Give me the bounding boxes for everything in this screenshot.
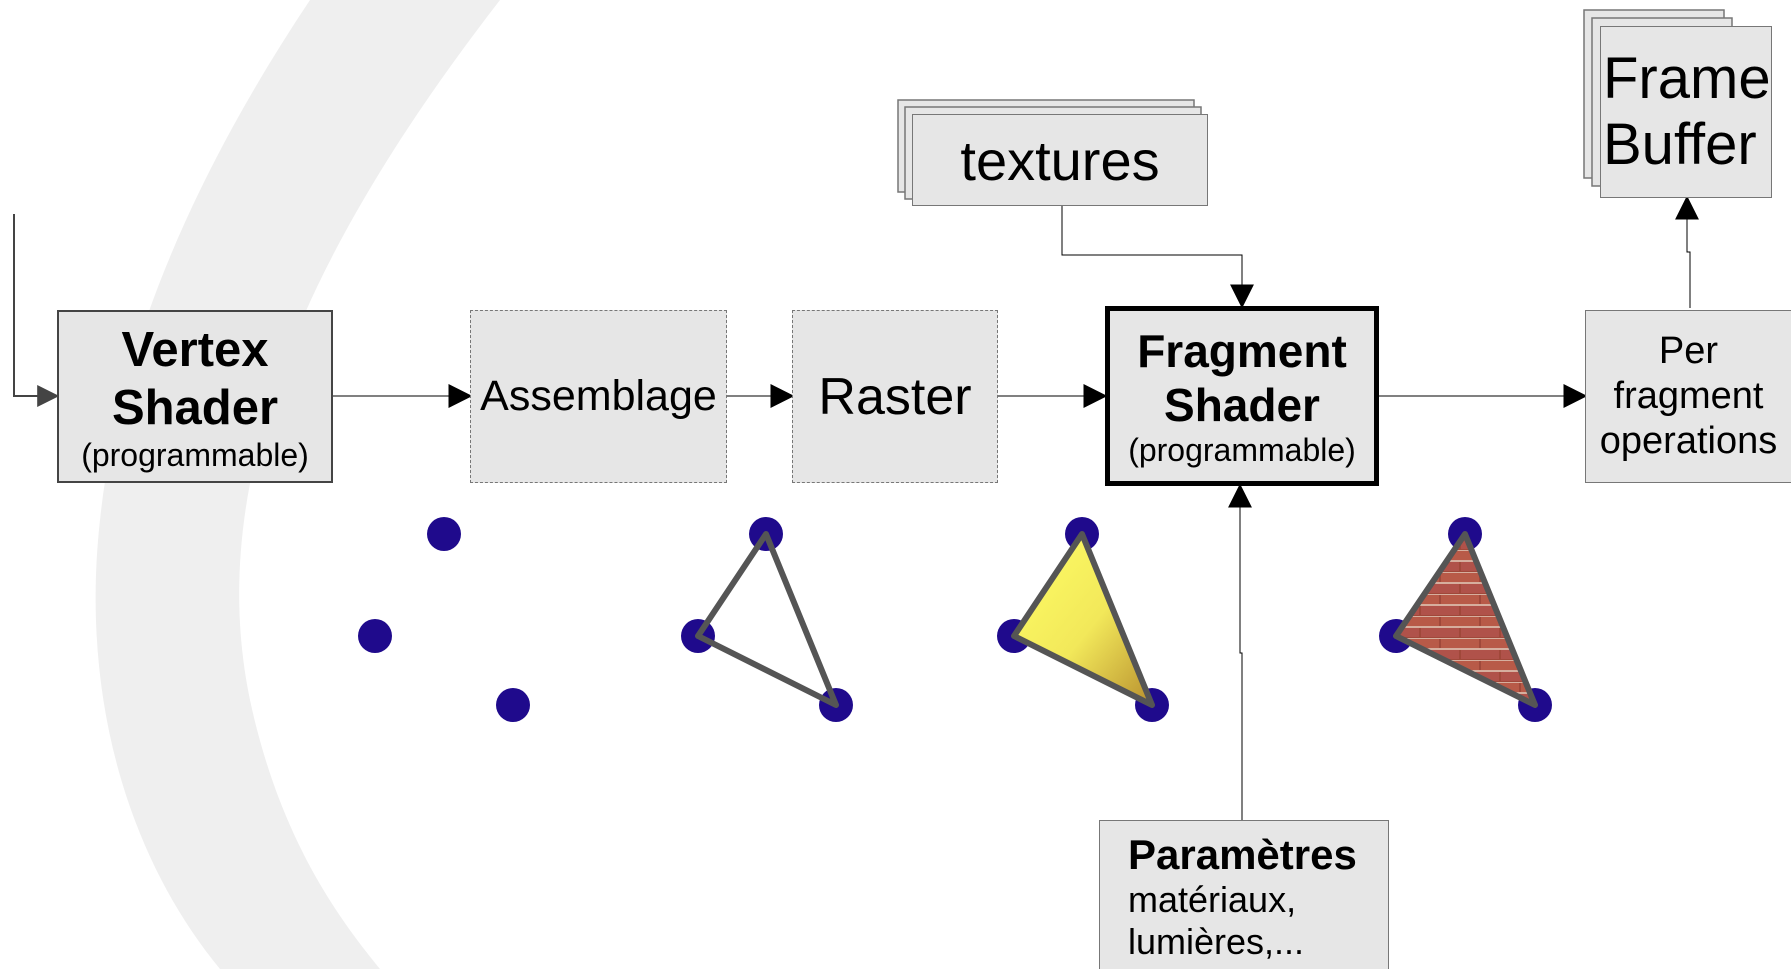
vertex-dot	[427, 517, 461, 551]
fragment-shader-title-line1: Fragment	[1137, 325, 1347, 377]
textures-box[interactable]: textures	[912, 114, 1208, 206]
assemblage-label: Assemblage	[480, 372, 717, 420]
vertex-shader-title-line1: Vertex	[121, 322, 269, 377]
vertex-shader-subtitle: (programmable)	[81, 436, 309, 473]
edge-input-to-vertex	[13, 214, 60, 407]
fragment-shader-title-line2: Shader	[1164, 379, 1320, 431]
vertex-dot	[496, 688, 530, 722]
edge-textures-to-fragment	[1061, 205, 1254, 309]
vertex-dot	[358, 619, 392, 653]
vertex-shader-box[interactable]: Vertex Shader (programmable)	[57, 310, 333, 483]
edge-parametres-to-fragment	[1228, 483, 1252, 820]
vertex-shader-title-line2: Shader	[111, 380, 279, 435]
textures-label: textures	[960, 128, 1160, 192]
textured-triangle	[1393, 531, 1538, 708]
parametres-line1: matériaux,	[1128, 879, 1297, 920]
rasterized-triangle	[1011, 531, 1155, 708]
fragment-shader-box[interactable]: Fragment Shader (programmable)	[1105, 306, 1379, 486]
per-fragment-line2: fragment	[1613, 375, 1764, 417]
parametres-title: Paramètres	[1128, 831, 1357, 878]
assemblage-box[interactable]: Assemblage	[470, 310, 727, 483]
assembled-triangle	[695, 531, 839, 708]
per-fragment-line1: Per	[1658, 330, 1719, 372]
parametres-line2: lumières,...	[1128, 921, 1305, 962]
frame-buffer-box[interactable]: Frame Buffer	[1600, 26, 1772, 198]
parametres-box[interactable]: Paramètres matériaux, lumières,...	[1099, 820, 1389, 969]
per-fragment-line3: operations	[1599, 420, 1778, 462]
frame-buffer-line1: Frame	[1603, 46, 1771, 111]
raster-box[interactable]: Raster	[792, 310, 998, 483]
per-fragment-operations-box[interactable]: Per fragment operations	[1585, 310, 1791, 483]
frame-buffer-line2: Buffer	[1603, 112, 1757, 177]
raster-label: Raster	[818, 367, 972, 426]
fragment-shader-subtitle: (programmable)	[1128, 432, 1356, 468]
edge-perfragment-to-framebuffer	[1675, 195, 1699, 308]
watermark-swoosh	[95, 0, 500, 969]
